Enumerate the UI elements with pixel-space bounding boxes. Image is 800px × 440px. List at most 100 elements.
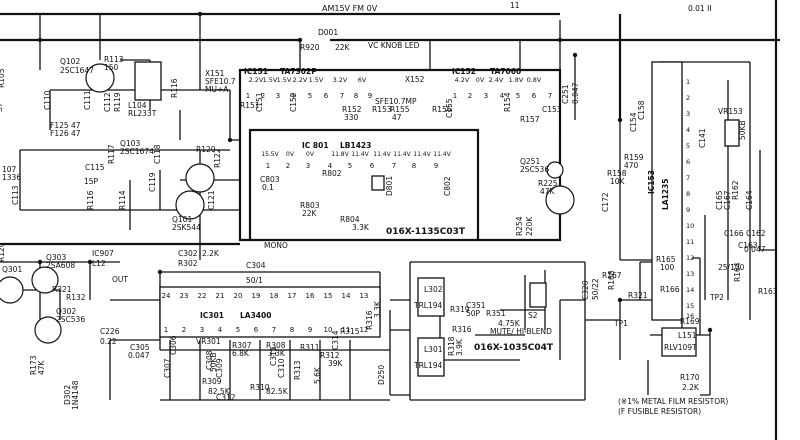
left-top-q102-type-label: 2SC1647 [60, 66, 94, 75]
la1235-pins-7: 8 [686, 190, 690, 198]
transistor-q301-symbol [0, 276, 24, 304]
left-top-r113-label: R113 [104, 55, 124, 64]
la3400-c307-label: C307 [163, 358, 172, 378]
trimmer-vr153-symbol [724, 119, 740, 147]
ic151-pins-4: 5 [308, 92, 312, 100]
lower-left-c226-label: C226 [100, 327, 120, 336]
la3400-top-pins-6: 18 [270, 292, 279, 300]
la1235-tp1-label: TP1 [613, 319, 628, 328]
ic152-pins-3: 4 [500, 92, 505, 100]
vc-knob-resistor-label: R920 [300, 43, 320, 52]
q251-r225-label: R225 [538, 179, 558, 188]
la3400-r311-label: R311 [300, 343, 320, 352]
la3400-c310-label: C310 [277, 358, 286, 378]
la3400-top-pins-3: 21 [216, 292, 225, 300]
coil-section-l302-part-label: TRL194 [413, 301, 443, 310]
ic801-r802-label: R802 [322, 169, 342, 178]
ic801-pins-8: 9 [434, 162, 438, 170]
la1235-c172-label: C172 [601, 192, 610, 212]
la1235-pins-9: 10 [686, 222, 694, 230]
ic801-pins-4: 5 [348, 162, 352, 170]
coil-section-r351-val-label: 4.75K [498, 319, 521, 328]
la1235-c165-label: C165 [715, 190, 724, 210]
ic151-pins-3: 4 [291, 92, 296, 100]
la3400-c312-label: C312 [216, 393, 236, 402]
left-top-r113-val-label: 150 [104, 63, 119, 72]
q103-c118-label: C118 [153, 144, 162, 164]
ic152-ref-label: IC152 [452, 67, 476, 76]
la3400-r308-val-label: 3.3K [268, 349, 286, 358]
transistor-q102-symbol [85, 63, 115, 93]
led-d801-symbol [371, 175, 385, 191]
component-symbols [0, 61, 740, 377]
la3400-top-pins-4: 20 [234, 292, 243, 300]
la1235-c163-label: C163 [738, 241, 758, 250]
ic151-r152-val-label: 330 [344, 113, 359, 122]
ic151-volts-2: 1.5V [277, 76, 292, 84]
vc-knob-label-label: VC KNOB LED [368, 41, 420, 50]
la3400-top-pins-5: 19 [252, 292, 261, 300]
coil-section-r351-label: R351 [486, 309, 506, 318]
la3400-bottom-pins-3: 4 [218, 326, 223, 334]
la3400-top-pins-0: 24 [162, 292, 171, 300]
la1235-vr-ext-label: C141 [698, 128, 707, 148]
ic151-r152-label: R152 [342, 105, 362, 114]
la1235-pins-13: 14 [686, 286, 694, 294]
la1235-pins-4: 5 [686, 142, 690, 150]
q103-c115-label: C115 [85, 163, 105, 172]
ic151-c151-label: C151 [255, 92, 264, 112]
q103-part-label: 2SC1674 [120, 147, 154, 156]
la1235-pins-3: 4 [686, 126, 690, 134]
wiring [0, 0, 780, 440]
coil-section-r321-label: R321 [628, 291, 648, 300]
la1235-pins-10: 11 [686, 238, 694, 246]
la3400-c311-label: C311 [269, 346, 278, 366]
la3400-c304-label: C304 [246, 261, 266, 270]
ic151-pins-8: 9 [368, 92, 372, 100]
ic801-volts-2: 0V [306, 151, 315, 158]
left-top-c111-label: C111 [83, 90, 92, 110]
ic152-r156-label: R156 [432, 105, 452, 114]
la1235-pins-2: 3 [686, 110, 690, 118]
ic151-c152-label: C152 [289, 92, 298, 112]
ic801-volts-3: 11.8V [331, 151, 349, 158]
transistor-q101-symbol [175, 190, 205, 220]
lower-left-d302-part-label: 1N4148 [71, 380, 80, 410]
ic801-volts-7: 11.4V [413, 151, 431, 158]
la3400-bottom-pins-4: 5 [236, 326, 240, 334]
ic152-volts-1: 0V [476, 76, 485, 84]
la3400-r312-label: R312 [320, 351, 340, 360]
supply-top-label: AM15V FM 0V [322, 4, 378, 13]
lower-left-r173-val-label: 47K [37, 359, 46, 375]
q103-c119-label: C119 [148, 172, 157, 192]
la3400-c306-label: C306 [169, 335, 178, 355]
coil-l302-symbol [417, 277, 445, 317]
q251-c251-val-label: 0.047 [571, 82, 580, 104]
la1235-c154-label: C154 [629, 112, 638, 132]
q251-r254-val-label: 220K [525, 216, 534, 236]
la3400-vr-label: VR301 [196, 337, 221, 346]
coil-l151-symbol [661, 327, 697, 357]
ic152-r155-val-label: 47 [392, 113, 402, 122]
ic301-la3400-body [159, 286, 381, 338]
ic151-r151-label: R151 [240, 101, 260, 110]
ic152-r157-label: R157 [520, 115, 540, 124]
ic151-volts-5: 3.2V [333, 76, 348, 84]
la3400-c309-label: C309 [215, 358, 224, 378]
ceramic-filter-symbol [529, 282, 547, 308]
ic151-volts-4: 1.5V [309, 76, 324, 84]
transistor-q251-symbol [545, 185, 575, 215]
legend-line2-label: (F FUSIBLE RESISTOR) [618, 407, 701, 416]
coil-section-c320-label: C320 [581, 280, 590, 300]
ic151-pins-0: 1 [246, 92, 250, 100]
left-top-l104-part-label: RL233T [128, 109, 157, 118]
left-top-q102-label: Q102 [60, 57, 80, 66]
ic152-volts-4: 0.8V [527, 76, 542, 84]
la3400-r308-label: R308 [266, 341, 286, 350]
left-top-x151-part-label: SFE10.7 [205, 77, 236, 86]
ic152-x152-label: X152 [405, 75, 425, 84]
la1235-c158-label: C158 [637, 100, 646, 120]
coil-section-c351-label: C351 [466, 301, 486, 310]
l151-r170-label: R170 [680, 373, 700, 382]
q251-part-label: 2SC536 [520, 165, 549, 174]
